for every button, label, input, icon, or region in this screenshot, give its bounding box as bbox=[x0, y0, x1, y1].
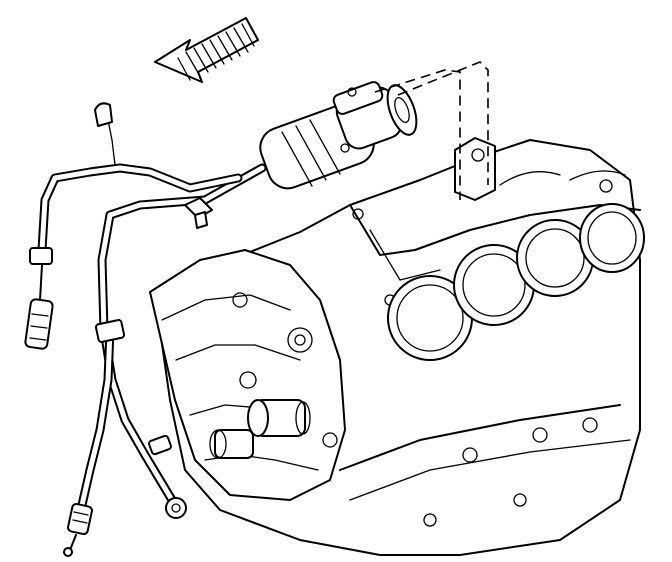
front-sensor bbox=[209, 399, 311, 459]
cable-clamp bbox=[94, 319, 126, 343]
install-path bbox=[374, 69, 461, 200]
starter-motor bbox=[259, 61, 489, 200]
harness-connector bbox=[63, 502, 93, 557]
direction-arrow bbox=[154, 17, 259, 83]
ring-terminal bbox=[165, 497, 187, 519]
engine-block bbox=[149, 137, 641, 556]
harness-connector-left bbox=[24, 264, 54, 350]
cylinder-bore bbox=[579, 203, 645, 273]
cylinder-bores bbox=[387, 170, 645, 361]
battery-cable-harness bbox=[24, 102, 267, 557]
